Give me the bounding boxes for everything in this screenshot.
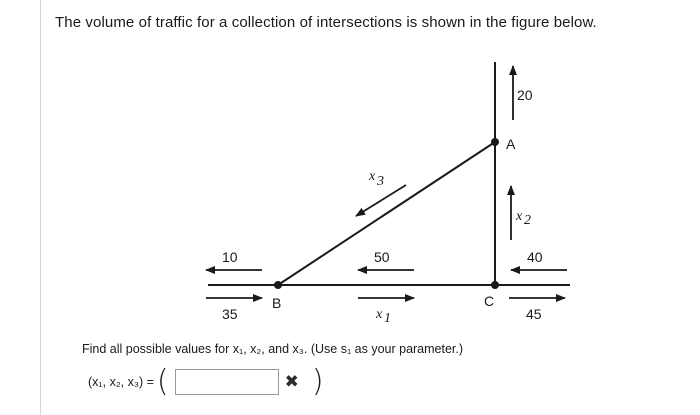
close-paren: ) (311, 364, 324, 399)
flow-B-in: 35 (222, 306, 238, 322)
question-text: The volume of traffic for a collection o… (55, 14, 597, 31)
node-A (491, 138, 499, 146)
svg-text:2: 2 (524, 213, 531, 228)
flow-arrow-x3 (355, 184, 407, 217)
answer-input[interactable] (174, 369, 279, 395)
panel-divider (40, 0, 41, 415)
instruction-text: Find all possible values for x₁, x₂, and… (82, 342, 464, 356)
answer-label: (x₁, x₂, x₃) = (88, 375, 154, 389)
label-x1: x 1 (375, 307, 391, 326)
node-A-label: A (506, 136, 516, 152)
node-B (274, 281, 282, 289)
incorrect-icon: ✖ (284, 372, 299, 391)
flow-mid: 50 (374, 249, 390, 265)
node-C-label: C (484, 293, 494, 309)
node-C (491, 281, 499, 289)
node-B-label: B (272, 295, 281, 311)
flow-C-left: 40 (527, 249, 543, 265)
flow-C-out: 45 (526, 306, 542, 322)
svg-text:x: x (368, 169, 376, 184)
answer-row: (x₁, x₂, x₃) = ( ✖ ) (88, 364, 327, 400)
flow-B-left: 10 (222, 249, 238, 265)
svg-text:3: 3 (376, 174, 384, 189)
label-x2: x 2 (515, 209, 531, 228)
diagonal-street (277, 141, 496, 286)
svg-text:x: x (515, 209, 523, 224)
label-x3: x 3 (368, 169, 384, 189)
svg-text:x: x (375, 307, 383, 322)
flow-top-A: 20 (517, 87, 533, 103)
open-paren: ( (156, 364, 169, 399)
svg-text:1: 1 (384, 311, 391, 326)
